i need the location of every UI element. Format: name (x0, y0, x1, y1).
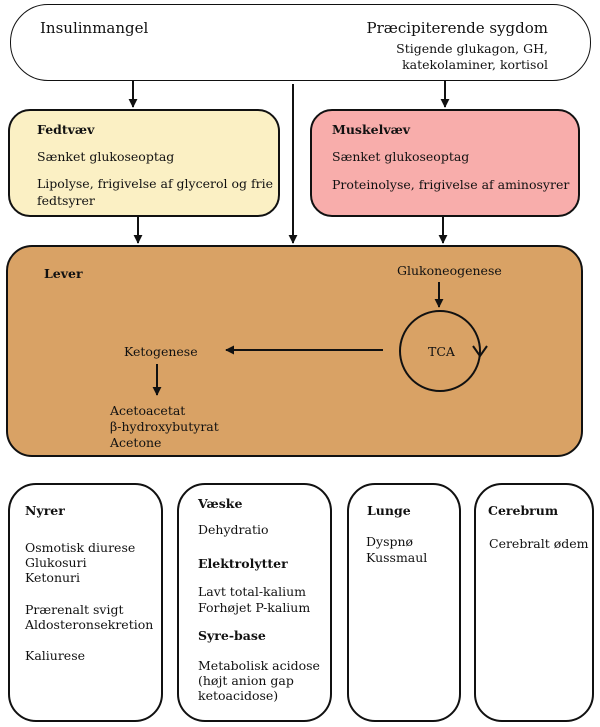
insulinmangel-label: Insulinmangel (40, 19, 149, 37)
tca-cycle-circle (399, 310, 481, 392)
cerebrum-line: Cerebralt ødem (489, 536, 589, 551)
lunge-box (347, 483, 461, 722)
lever-title: Lever (44, 266, 83, 281)
fedtvaev-box (8, 109, 280, 217)
syrebase-line: (højt anion gap (198, 673, 294, 688)
lunge-title: Lunge (367, 503, 411, 518)
nyrer-title: Nyrer (25, 503, 65, 518)
fedtvaev-title: Fedtvæv (37, 122, 95, 137)
vaeske-title: Væske (198, 496, 243, 511)
vaeske-dehydratio: Dehydratio (198, 522, 269, 537)
cerebrum-box (474, 483, 594, 722)
nyrer-box (8, 483, 163, 722)
nyrer-line: Osmotisk diurese (25, 540, 136, 555)
syrebase-line: ketoacidose) (198, 688, 279, 703)
tca-cycle-arrowhead (472, 345, 488, 358)
fedtvaev-line3: fedtsyrer (37, 193, 95, 208)
elektrolytter-line: Lavt total-kalium (198, 584, 306, 599)
precipitating-hormones-line2: katekolaminer, kortisol (402, 57, 548, 72)
syrebase-line: Metabolisk acidose (198, 658, 320, 673)
lunge-line: Dyspnø (366, 534, 414, 549)
muskelvaev-box (310, 109, 580, 217)
elektrolytter-title: Elektrolytter (198, 556, 288, 571)
precipitating-disease-title: Præcipiterende sygdom (366, 19, 548, 37)
nyrer-line: Prærenalt svigt (25, 602, 124, 617)
vaeske-box (177, 483, 332, 722)
muskelvaev-line1: Sænket glukoseoptag (332, 149, 470, 164)
fedtvaev-line1: Sænket glukoseoptag (37, 149, 175, 164)
ketone-product-hydroxybutyrat: β-hydroxybutyrat (110, 419, 219, 434)
top-box (10, 4, 591, 81)
nyrer-line: Ketonuri (25, 570, 81, 585)
glukoneogenese-label: Glukoneogenese (397, 263, 502, 278)
nyrer-line: Glukosuri (25, 555, 87, 570)
syrebase-title: Syre-base (198, 628, 266, 643)
elektrolytter-line: Forhøjet P-kalium (198, 600, 311, 615)
nyrer-line: Kaliurese (25, 648, 86, 663)
muskelvaev-title: Muskelvæv (332, 122, 411, 137)
ketone-product-acetoacetat: Acetoacetat (110, 403, 186, 418)
cerebrum-title: Cerebrum (488, 503, 559, 518)
lunge-line: Kussmaul (366, 550, 428, 565)
tca-label: TCA (428, 344, 455, 359)
ketone-product-acetone: Acetone (110, 435, 162, 450)
muskelvaev-line2: Proteinolyse, frigivelse af aminosyrer (332, 177, 570, 192)
ketogenese-label: Ketogenese (124, 344, 198, 359)
precipitating-hormones-line1: Stigende glukagon, GH, (396, 41, 548, 56)
nyrer-line: Aldosteronsekretion (25, 617, 154, 632)
fedtvaev-line2: Lipolyse, frigivelse af glycerol og frie (37, 176, 273, 191)
